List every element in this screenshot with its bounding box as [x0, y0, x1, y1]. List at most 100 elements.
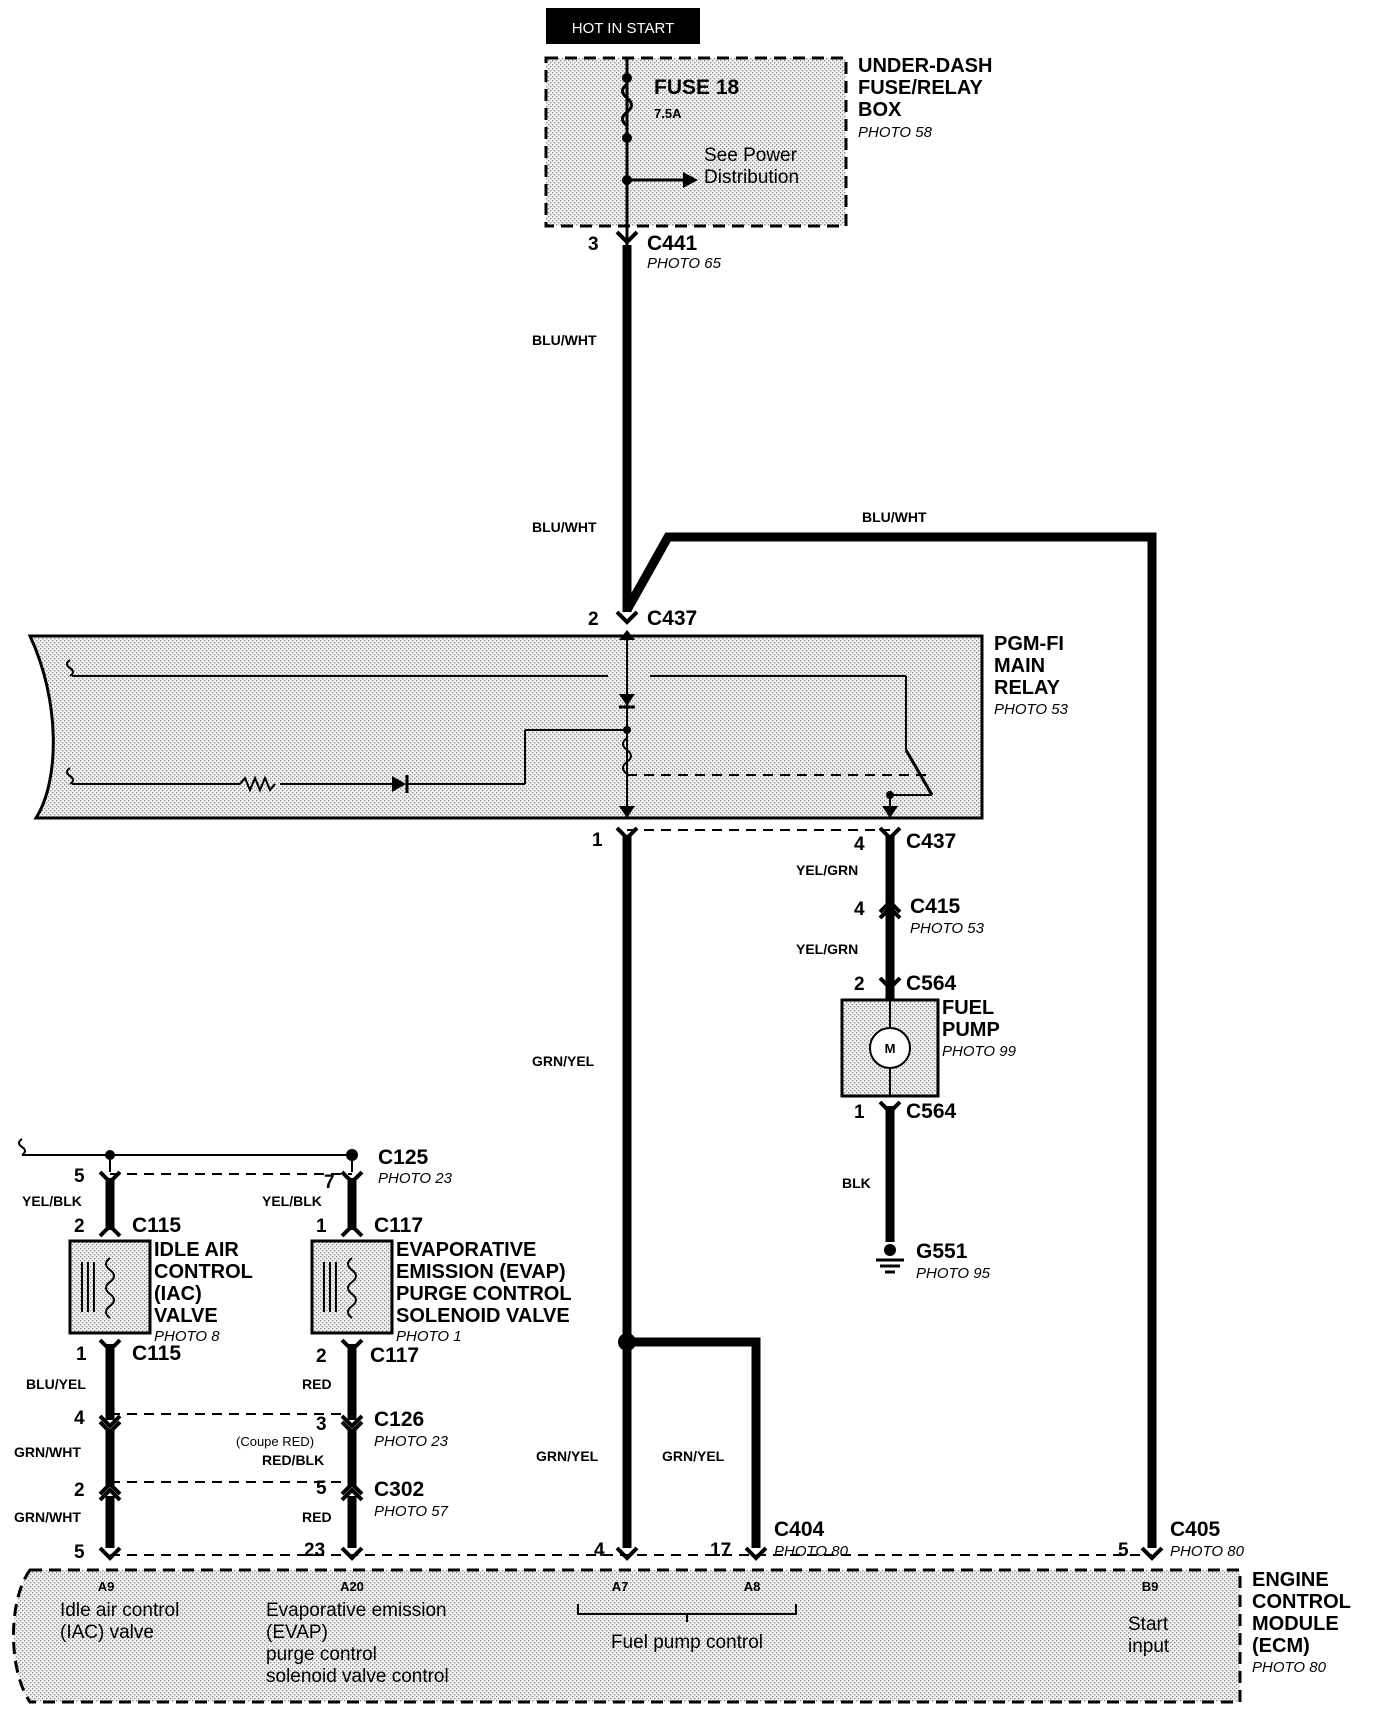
ecm-desc-iac-1: Idle air control: [60, 1600, 179, 1621]
svg-text:C126: C126: [374, 1408, 424, 1431]
svg-text:C437: C437: [906, 830, 956, 853]
svg-text:4: 4: [74, 1408, 85, 1429]
solenoid-coil-icon: [105, 1257, 115, 1319]
wire-grn-yel-branch: [627, 1337, 761, 1548]
svg-text:C437: C437: [647, 607, 697, 630]
svg-text:C117: C117: [374, 1214, 423, 1237]
svg-text:C405: C405: [1170, 1518, 1221, 1541]
c302-connector: 2 5 C302 PHOTO 57: [74, 1478, 449, 1520]
svg-text:C564: C564: [906, 1100, 957, 1123]
under-dash-fuse-relay-box: FUSE 18 7.5A See Power Distribution UNDE…: [544, 55, 992, 245]
svg-text:3: 3: [588, 234, 599, 255]
svg-text:FUEL: FUEL: [942, 997, 994, 1019]
ecm-terminal-b9: B9: [1142, 1579, 1159, 1594]
svg-text:4: 4: [854, 834, 865, 855]
svg-text:PHOTO 99: PHOTO 99: [942, 1043, 1017, 1060]
svg-text:MODULE: MODULE: [1252, 1613, 1339, 1635]
svg-text:(IAC): (IAC): [154, 1283, 202, 1305]
c117-bottom-connector: 2 C117: [316, 1338, 419, 1367]
svg-text:2: 2: [74, 1480, 85, 1501]
svg-text:PHOTO 57: PHOTO 57: [374, 1503, 449, 1520]
fuse-box-title-2: FUSE/RELAY: [858, 77, 984, 99]
wire-label-grn-yel-1: GRN/YEL: [532, 1053, 595, 1069]
svg-text:2: 2: [74, 1216, 85, 1237]
c441-connector: 3 C441 PHOTO 65: [588, 230, 722, 272]
wire-label-yel-blk-2: YEL/BLK: [262, 1193, 322, 1209]
svg-text:PGM-FI: PGM-FI: [994, 633, 1064, 655]
svg-text:5: 5: [316, 1478, 327, 1499]
svg-text:PUMP: PUMP: [942, 1019, 1000, 1041]
svg-text:C404: C404: [774, 1518, 825, 1541]
svg-text:5: 5: [74, 1542, 85, 1563]
svg-text:(ECM): (ECM): [1252, 1635, 1310, 1657]
svg-text:C117: C117: [370, 1344, 419, 1367]
svg-text:ENGINE: ENGINE: [1252, 1569, 1329, 1591]
svg-text:4: 4: [594, 1540, 605, 1561]
svg-text:PURGE CONTROL: PURGE CONTROL: [396, 1283, 572, 1305]
svg-text:C115: C115: [132, 1342, 181, 1365]
svg-text:PHOTO 95: PHOTO 95: [916, 1265, 991, 1282]
svg-text:PHOTO 53: PHOTO 53: [994, 701, 1069, 718]
see-power-line2: Distribution: [704, 167, 799, 188]
fuse-name: FUSE 18: [654, 76, 740, 99]
svg-text:5: 5: [74, 1166, 85, 1187]
motor-icon: [869, 1027, 911, 1069]
svg-text:PHOTO 53: PHOTO 53: [910, 920, 985, 937]
svg-text:CONTROL: CONTROL: [154, 1261, 253, 1283]
relay-switch-icon: [904, 749, 934, 796]
svg-text:C302: C302: [374, 1478, 424, 1501]
wire-label-blu-wht-1: BLU/WHT: [532, 332, 597, 348]
c564-top-connector: 2 C564: [854, 972, 957, 995]
svg-text:5: 5: [1118, 1540, 1129, 1561]
svg-text:PHOTO 65: PHOTO 65: [647, 255, 722, 272]
relay-coil-icon: [622, 737, 632, 775]
ecm-desc-evap-4: solenoid valve control: [266, 1666, 449, 1687]
c125-connector: 5 7 C125 PHOTO 23: [18, 1138, 453, 1193]
wire-break-icon: [18, 1138, 26, 1156]
g551-ground: G551 PHOTO 95: [876, 1240, 991, 1282]
svg-text:M: M: [885, 1041, 896, 1056]
engine-control-module: A9 A20 A7 A8 B9 Idle air control (IAC) v…: [12, 1568, 1351, 1704]
wire-label-red-blk: RED/BLK: [262, 1452, 324, 1468]
c437-bottom-connector: 1 4 C437: [592, 826, 956, 855]
ecm-desc-evap-1: Evaporative emission: [266, 1600, 447, 1621]
wire-label-grn-yel-3: GRN/YEL: [662, 1448, 725, 1464]
c115-top-connector: 2 C115: [74, 1214, 181, 1238]
wire-label-coupe-red: (Coupe RED): [236, 1434, 314, 1449]
ecm-desc-fuel: Fuel pump control: [611, 1632, 763, 1653]
svg-text:C441: C441: [647, 232, 698, 255]
svg-text:1: 1: [76, 1344, 87, 1365]
arrow-right-icon: [683, 172, 698, 188]
c126-connector: 4 3 C126 PHOTO 23: [74, 1408, 449, 1450]
svg-text:PHOTO 80: PHOTO 80: [1252, 1659, 1327, 1676]
svg-text:EMISSION (EVAP): EMISSION (EVAP): [396, 1261, 566, 1283]
wire-label-red-2: RED: [302, 1509, 332, 1525]
svg-text:RELAY: RELAY: [994, 677, 1061, 699]
svg-text:CONTROL: CONTROL: [1252, 1591, 1351, 1613]
svg-text:C415: C415: [910, 895, 961, 918]
svg-text:VALVE: VALVE: [154, 1305, 218, 1327]
fuse-symbol-icon: [621, 82, 633, 128]
svg-text:2: 2: [854, 974, 865, 995]
svg-text:PHOTO 80: PHOTO 80: [774, 1543, 849, 1560]
wire-label-yel-grn-1: YEL/GRN: [796, 862, 858, 878]
wire-label-grn-yel-2: GRN/YEL: [536, 1448, 599, 1464]
ecm-desc-start-1: Start: [1128, 1614, 1169, 1635]
fuse-box-photo: PHOTO 58: [858, 124, 933, 141]
svg-text:23: 23: [304, 1540, 325, 1561]
evap-solenoid-valve: EVAPORATIVE EMISSION (EVAP) PURGE CONTRO…: [310, 1239, 572, 1345]
wire-break-icon: [66, 659, 74, 677]
wire-label-yel-blk-1: YEL/BLK: [22, 1193, 82, 1209]
hot-in-start-label: HOT IN START: [546, 8, 700, 44]
c415-connector: 4 C415 PHOTO 53: [854, 895, 985, 937]
ecm-desc-evap-2: (EVAP): [266, 1622, 328, 1643]
ecm-desc-start-2: input: [1128, 1636, 1170, 1657]
fuel-pump: M FUEL PUMP PHOTO 99: [840, 997, 1017, 1098]
see-power-line1: See Power: [704, 145, 798, 166]
svg-text:7: 7: [324, 1172, 335, 1193]
svg-text:2: 2: [316, 1346, 327, 1367]
c564-bottom-connector: 1 C564: [854, 1100, 957, 1123]
wire-label-grn-wht-1: GRN/WHT: [14, 1444, 81, 1460]
ecm-terminal-a8: A8: [744, 1579, 761, 1594]
fuse-box-title-3: BOX: [858, 99, 902, 121]
